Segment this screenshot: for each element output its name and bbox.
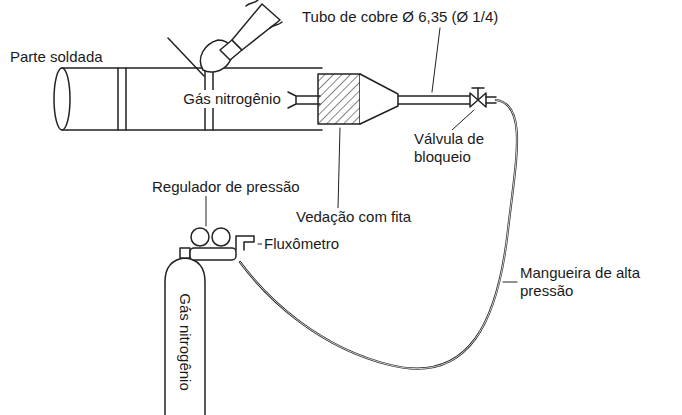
copper-tube — [398, 96, 470, 104]
inner-tube — [288, 92, 320, 108]
leader-line — [432, 28, 440, 92]
flowmeter — [236, 236, 254, 250]
node-text: Gás nitrogênio — [176, 291, 194, 393]
joint-line — [125, 68, 127, 130]
node-text: Gás nitrogênio — [181, 90, 283, 108]
torch-heat — [246, 0, 282, 28]
regulator-body — [190, 248, 236, 260]
tube-to-hose — [486, 97, 496, 103]
joint-line — [117, 68, 119, 130]
leader-line — [452, 110, 474, 130]
pressure-gauge — [191, 228, 209, 246]
cylinder-valve — [180, 248, 190, 258]
part-label: Mangueira de alta pressão — [518, 264, 670, 300]
pipe-interior: Gás nitrogênio — [62, 68, 322, 130]
gas-cylinder: Gás nitrogênio — [165, 272, 205, 412]
part-label: Tubo de cobre Ø 6,35 (Ø 1/4) — [300, 8, 500, 26]
tape-cone — [360, 74, 398, 124]
leader-line — [503, 282, 517, 283]
pipe-body — [62, 68, 322, 130]
part-label: Regulador de pressão — [150, 178, 302, 196]
part-label: Fluxômetro — [262, 235, 341, 253]
part-label: Válvula de bloqueio — [412, 130, 508, 166]
pipe-end — [54, 68, 70, 130]
pressure-gauge — [212, 228, 230, 246]
high-pressure-hose — [240, 100, 517, 369]
part-label: Parte soldada — [8, 48, 105, 66]
high-pressure-hose — [240, 100, 517, 369]
torch-body — [232, 4, 280, 50]
valve-stem — [477, 88, 479, 100]
leader-line — [338, 128, 340, 208]
nitrogen-cylinder — [165, 258, 205, 415]
brazing-rod — [168, 38, 204, 76]
tape-seal — [318, 74, 360, 124]
part-label: Vedação com fita — [294, 208, 413, 226]
leader-line — [206, 196, 207, 226]
valve-handle — [472, 87, 484, 89]
